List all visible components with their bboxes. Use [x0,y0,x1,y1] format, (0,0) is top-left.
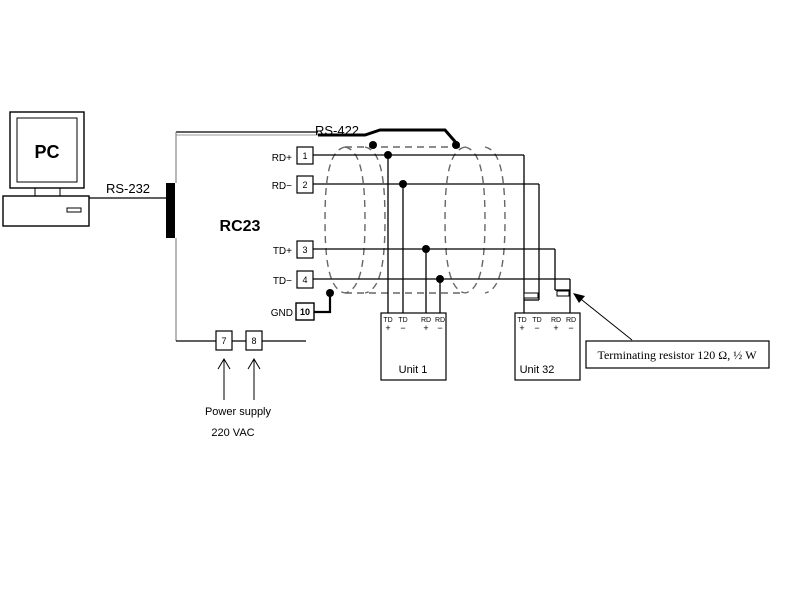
terminal-pin: 3 [302,245,307,255]
pin-sign: − [400,323,405,333]
pin-sign: + [553,323,558,333]
terminal-pin: 4 [302,275,307,285]
pin-sign: − [534,323,539,333]
terminal-gnd: GND 10 [271,302,315,321]
terminal-signal-label: RD− [272,181,292,192]
terminal-signal-label: TD− [273,276,292,287]
terminator-label: Terminating resistor 120 Ω, ½ W [597,348,757,362]
pin-label: TD [517,317,526,324]
terminal-pin: 1 [302,151,307,161]
pin-label: RD [435,317,445,324]
power-label-line1: Power supply [205,406,272,418]
pin-sign: + [423,323,428,333]
terminal-pin: 7 [221,336,226,346]
terminal-pin: 2 [302,180,307,190]
pc-label: PC [34,142,59,162]
unit-32: TD + TD − RD + RD − Unit 32 [514,312,581,381]
pin-label: RD [421,317,431,324]
pc-screen [16,117,78,183]
unit-1: TD + TD − RD + RD − Unit 1 [380,312,447,381]
pin-label: TD [532,317,541,324]
terminal-pin: 10 [300,307,310,317]
termination-resistor-td [556,290,570,297]
pin-sign: − [437,323,442,333]
pc-drive [66,207,82,213]
power-arrows [217,358,261,400]
power-terminal-8: 8 [245,330,263,351]
terminal-rd-minus: RD− 2 [272,175,314,194]
rc23-title: RC23 [220,218,261,235]
callout-arrow-icon [573,293,585,303]
unit-name: Unit 1 [399,364,428,376]
terminal-signal-label: RD+ [272,153,292,164]
cable-shield-2 [444,146,506,294]
pin-sign: − [568,323,573,333]
pc-computer: PC [2,111,90,227]
pin-label: RD [551,317,561,324]
power-terminal-7: 7 [215,330,233,351]
rs232-label: RS-232 [106,181,150,196]
pin-label: TD [383,317,392,324]
pin-sign: + [385,323,390,333]
power-label-line2: 220 VAC [211,427,254,439]
bus-wires [313,128,571,314]
terminal-td-plus: TD+ 3 [273,240,314,259]
terminal-td-minus: TD− 4 [273,270,314,289]
pin-label: RD [566,317,576,324]
terminal-signal-label: TD+ [273,246,292,257]
terminal-signal-label: GND [271,308,293,319]
cable-shield-1 [324,146,386,294]
pin-label: TD [398,317,407,324]
pin-sign: + [519,323,524,333]
termination-resistor-rd [523,292,539,299]
unit-name: Unit 32 [520,364,555,376]
terminal-pin: 8 [251,336,256,346]
junction-dots [326,141,460,297]
rc23-controller: RC23 [175,131,318,342]
terminator-callout: Terminating resistor 120 Ω, ½ W [573,293,770,369]
db9-connector [166,183,175,238]
terminal-rd-plus: RD+ 1 [272,146,314,165]
